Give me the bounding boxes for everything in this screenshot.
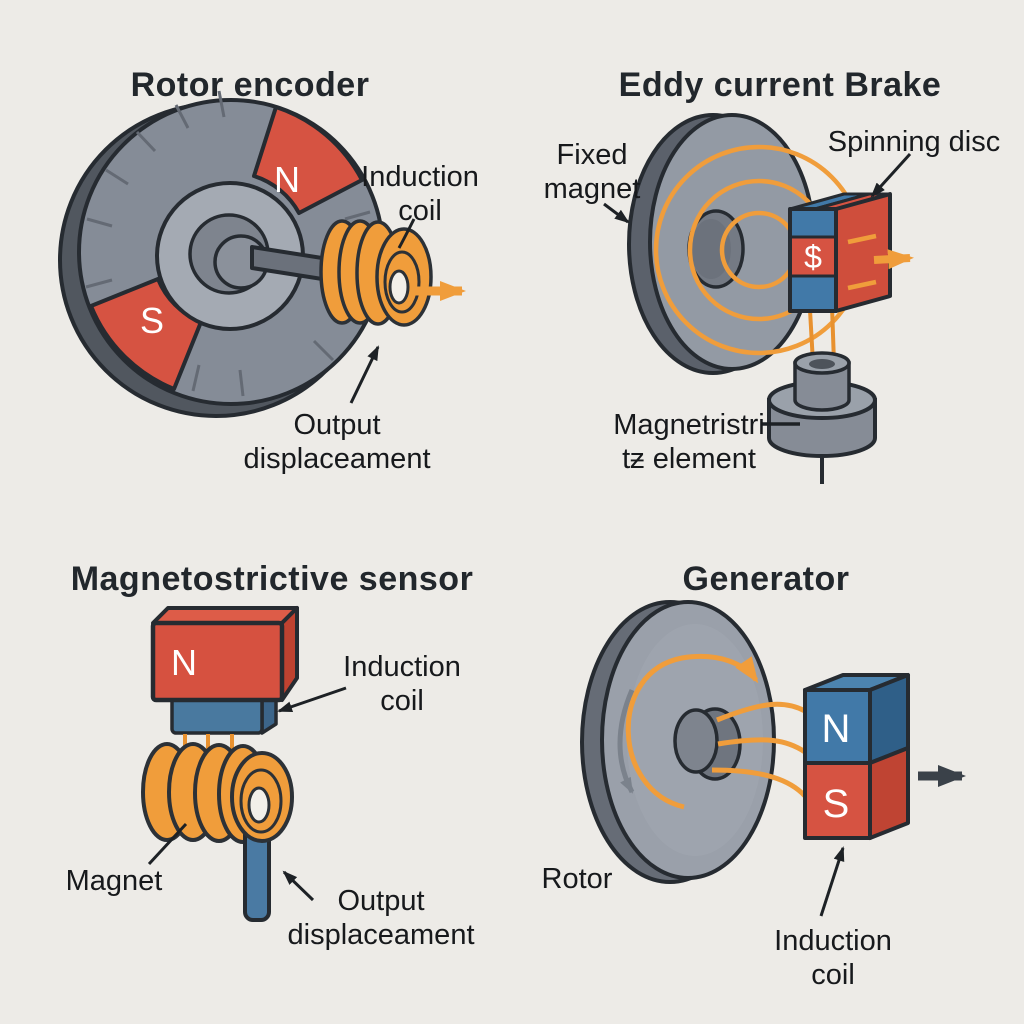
induction-coil-leader-arrow: [277, 686, 347, 713]
label-line: coil: [380, 685, 424, 717]
magnetostrictive-element: [767, 351, 877, 484]
spinning-disc-leader-arrow: [870, 152, 912, 198]
induction-coil-leader-arrow: [819, 846, 845, 917]
brake-magnet-block: [788, 192, 892, 313]
sensor-magnet-block: [150, 606, 299, 703]
generator-illustration: N S: [580, 600, 966, 917]
disc-tick-marks: [85, 90, 376, 397]
pole-label-n: N: [171, 642, 197, 683]
label-line: Magnet: [65, 865, 163, 897]
panel-rotor-encoder: N S Rotor encoder Induction coil: [0, 0, 512, 512]
eddy-current-brake-illustration: $: [603, 113, 914, 484]
label-line: coil: [398, 195, 442, 227]
label-fixed-magnet: Fixed magnet: [544, 138, 641, 206]
panel-title-eddy-current-brake: Eddy current Brake: [618, 66, 942, 105]
output-leader-arrow: [349, 345, 380, 404]
panel-generator: N S Generator Rotor Induction coil: [512, 512, 1024, 1024]
label-line: tƶ element: [622, 443, 756, 475]
label-line: Induction: [361, 161, 479, 193]
label-line: Induction: [774, 925, 892, 957]
panel-title-magnetostrictive-sensor: Magnetostrictive sensor: [70, 560, 474, 599]
label-line: displaceament: [287, 919, 475, 951]
label-line: Rotor: [541, 863, 613, 895]
label-line: Fixed: [556, 139, 628, 171]
panel-eddy-current-brake: $ Eddy current Brake Fixed magnet Spinni…: [512, 0, 1024, 512]
label-induction-coil: Induction coil: [343, 650, 461, 718]
pole-label-n: N: [274, 159, 300, 200]
brake-force-arrow: [873, 249, 914, 270]
label-output-displacement: Output displaceament: [288, 884, 475, 952]
side-face-dashes: [847, 233, 877, 291]
pole-wedge-n: [252, 105, 364, 215]
magnetostrictive-sensor-illustration: N: [141, 606, 347, 922]
induction-coil-leader: [397, 218, 416, 249]
generator-magnet-block: [803, 673, 910, 840]
label-induction-coil: Induction coil: [774, 924, 892, 992]
label-magnetostrictive-element: Magnetristri tƶ element: [613, 408, 765, 476]
pole-label-s: S: [140, 300, 164, 341]
pole-label-n: N: [822, 707, 851, 751]
label-line: Magnetristri: [613, 409, 765, 441]
label-line: Output: [293, 409, 381, 441]
label-rotor: Rotor: [542, 862, 613, 896]
label-line: Spinning disc: [827, 126, 1001, 158]
label-line: magnet: [543, 173, 641, 205]
label-line: Output: [337, 885, 425, 917]
label-output-displacement: Output displaceament: [244, 408, 431, 476]
label-line: coil: [811, 959, 855, 991]
label-line: displaceament: [243, 443, 431, 475]
label-induction-coil: Induction coil: [361, 160, 479, 228]
label-magnet: Magnet: [66, 864, 163, 898]
panel-title-generator: Generator: [682, 560, 850, 599]
fixed-magnet-leader-arrow: [603, 202, 630, 224]
label-spinning-disc: Spinning disc: [828, 125, 1001, 159]
rotation-arrow: [617, 689, 635, 794]
panel-magnetostrictive-sensor: N Magnetostrictive sen: [0, 512, 512, 1024]
pole-label-s: S: [823, 782, 850, 826]
field-lines: [625, 653, 807, 810]
rotor-encoder-illustration: N S: [58, 90, 466, 418]
induction-coil: [319, 219, 433, 327]
sensor-coil: [141, 742, 294, 922]
label-line: Induction: [343, 651, 461, 683]
panel-title-rotor-encoder: Rotor encoder: [130, 66, 370, 105]
magnet-leader-line: [147, 822, 188, 866]
magnet-symbol: $: [804, 239, 822, 275]
output-leader-arrow: [282, 870, 315, 902]
